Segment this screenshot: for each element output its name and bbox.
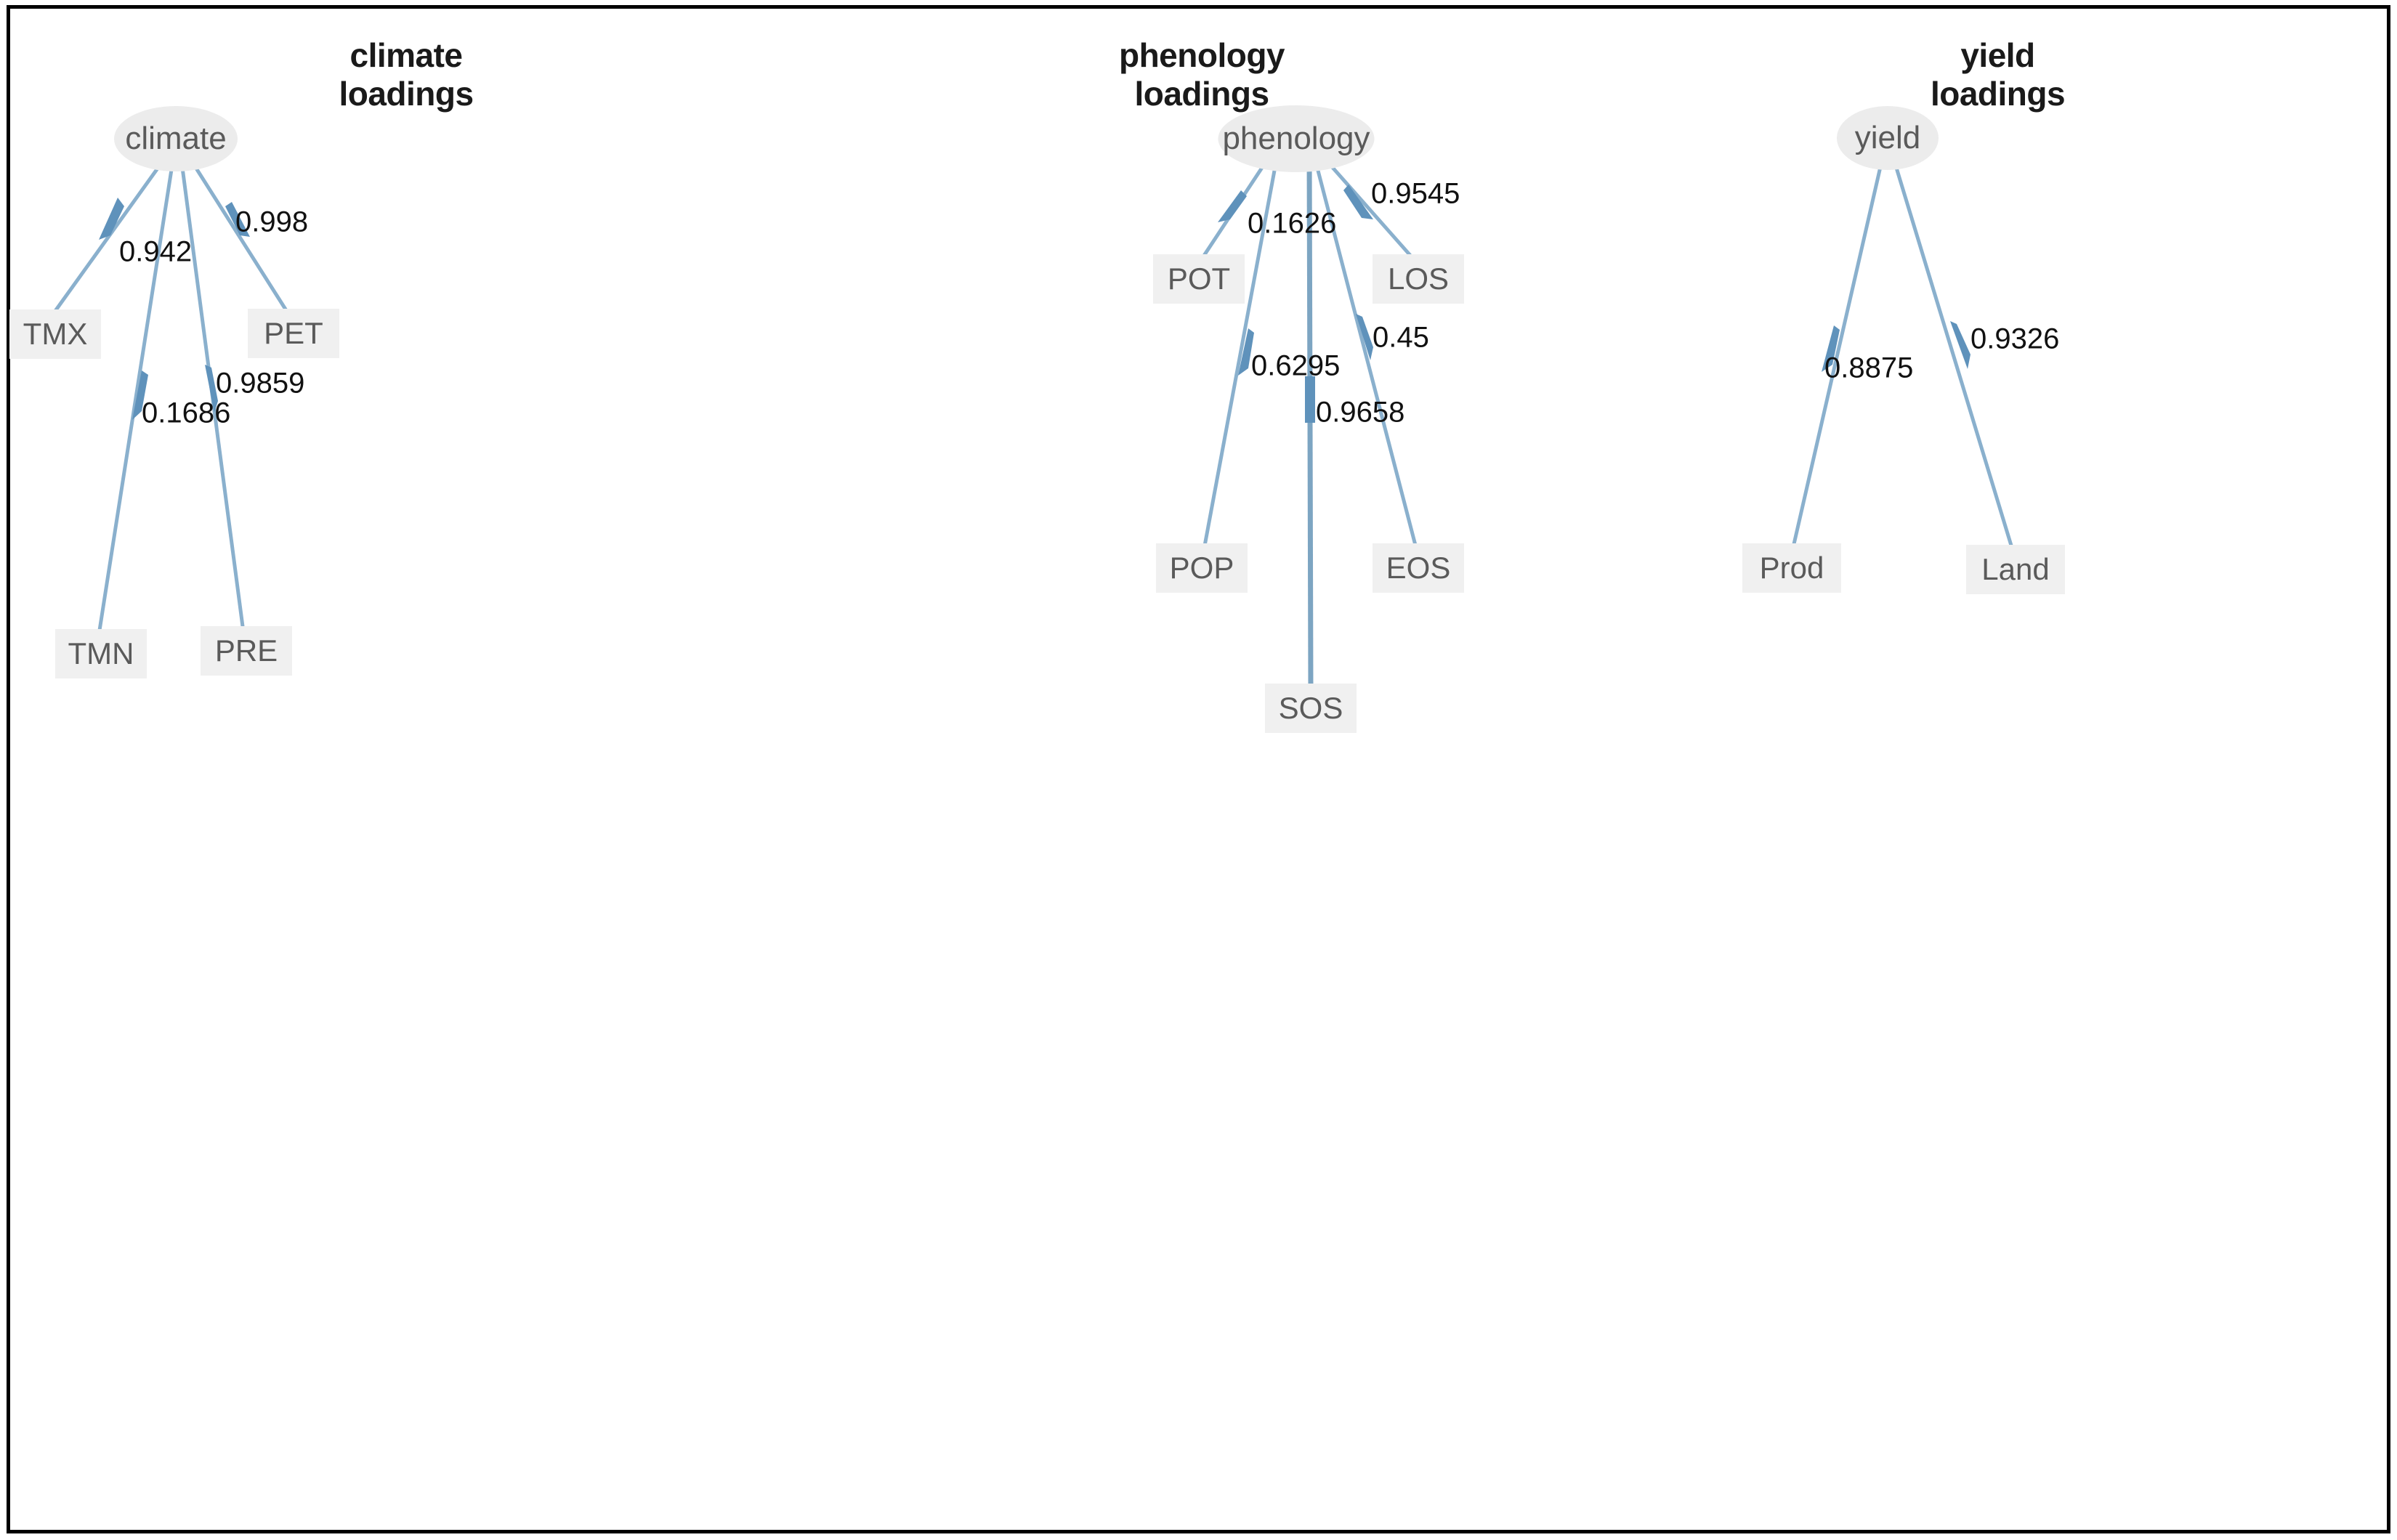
climate-edges <box>46 150 294 636</box>
node-land-label: Land <box>1981 552 2050 586</box>
loading-climate-tmx: 0.942 <box>119 235 193 268</box>
node-tmn[interactable]: TMN <box>55 629 147 678</box>
node-tmn-label: TMN <box>68 636 134 670</box>
arrowhead-yield-prod <box>1822 325 1840 372</box>
arrowhead-climate-tmn <box>132 370 148 420</box>
panel-title-climate-line1: climate <box>349 36 463 74</box>
edge-climate-tmn <box>97 150 177 636</box>
edge-climate-tmx <box>46 150 172 323</box>
loading-phenology-pop: 0.6295 <box>1251 349 1341 382</box>
loading-phenology-sos: 0.9658 <box>1316 396 1405 429</box>
node-tmx[interactable]: TMX <box>9 309 101 359</box>
node-pre-label: PRE <box>214 633 278 668</box>
node-pot[interactable]: POT <box>1153 254 1245 304</box>
panel-yield: yield loadings yield Prod Land 0.8875 <box>1601 9 2394 1537</box>
node-pet[interactable]: PET <box>248 309 339 358</box>
panel-climate: climate loadings <box>9 9 802 1537</box>
figure-border: climate loadings <box>7 5 2390 1533</box>
node-los[interactable]: LOS <box>1373 254 1464 304</box>
edge-phenology-los <box>1317 150 1420 266</box>
node-phenology-label: phenology <box>1222 121 1370 156</box>
loading-phenology-eos: 0.45 <box>1373 321 1429 354</box>
loading-climate-pre: 0.9859 <box>216 367 305 400</box>
panel-title-phenology: phenology loadings <box>802 36 1601 113</box>
panel-title-yield: yield loadings <box>1601 36 2394 113</box>
arrowhead-climate-pet <box>225 202 250 237</box>
loading-climate-tmn: 0.1686 <box>142 397 231 429</box>
node-prod-label: Prod <box>1759 551 1824 585</box>
edge-climate-pet <box>183 150 294 321</box>
arrowhead-phenology-los <box>1343 185 1373 219</box>
node-pop[interactable]: POP <box>1156 543 1248 593</box>
loading-climate-pet: 0.998 <box>235 206 309 238</box>
panel-title-climate-line2: loadings <box>339 74 474 113</box>
node-yield[interactable]: yield <box>1837 106 1939 170</box>
arrowhead-phenology-pop <box>1238 328 1254 376</box>
arrowhead-phenology-eos <box>1356 314 1373 360</box>
arrowhead-phenology-sos <box>1305 376 1315 423</box>
node-tmx-label: TMX <box>23 317 88 351</box>
node-los-label: LOS <box>1387 262 1450 296</box>
panel-title-climate: climate loadings <box>10 36 802 113</box>
node-pop-label: POP <box>1169 551 1234 585</box>
phenology-edges <box>1196 150 1420 694</box>
node-phenology[interactable]: phenology <box>1218 105 1375 172</box>
arrowhead-phenology-pot <box>1218 190 1247 222</box>
loading-phenology-los: 0.9545 <box>1371 177 1460 210</box>
node-sos[interactable]: SOS <box>1265 684 1357 733</box>
arrowhead-climate-tmx <box>99 198 124 240</box>
panel-title-phenology-line1: phenology <box>1118 36 1285 74</box>
node-pot-label: POT <box>1167 262 1231 296</box>
node-eos[interactable]: EOS <box>1373 543 1464 593</box>
node-pre[interactable]: PRE <box>201 626 292 676</box>
node-land[interactable]: Land <box>1966 545 2065 594</box>
node-climate[interactable]: climate <box>114 106 238 171</box>
node-eos-label: EOS <box>1386 551 1451 585</box>
panel-title-yield-line1: yield <box>1960 36 2035 74</box>
arrowhead-yield-land <box>1950 321 1970 369</box>
arrowhead-climate-pre <box>205 365 218 413</box>
node-climate-label: climate <box>125 121 227 156</box>
panel-phenology: phenology loadings <box>802 9 1601 1537</box>
edge-phenology-pop <box>1201 150 1280 554</box>
edge-yield-prod <box>1790 150 1886 554</box>
node-yield-label: yield <box>1854 120 1921 155</box>
node-sos-label: SOS <box>1278 691 1343 725</box>
edge-yield-land <box>1889 150 2016 556</box>
loading-yield-land: 0.9326 <box>1970 323 2060 355</box>
panel-title-phenology-line2: loadings <box>1134 74 1269 113</box>
loading-phenology-pot: 0.1626 <box>1248 207 1337 240</box>
yield-edges <box>1790 150 2016 556</box>
edge-phenology-eos <box>1311 150 1420 554</box>
panel-title-yield-line2: loadings <box>1930 74 2066 113</box>
loading-yield-prod: 0.8875 <box>1824 352 1914 384</box>
node-pet-label: PET <box>264 316 323 350</box>
node-prod[interactable]: Prod <box>1742 543 1841 593</box>
